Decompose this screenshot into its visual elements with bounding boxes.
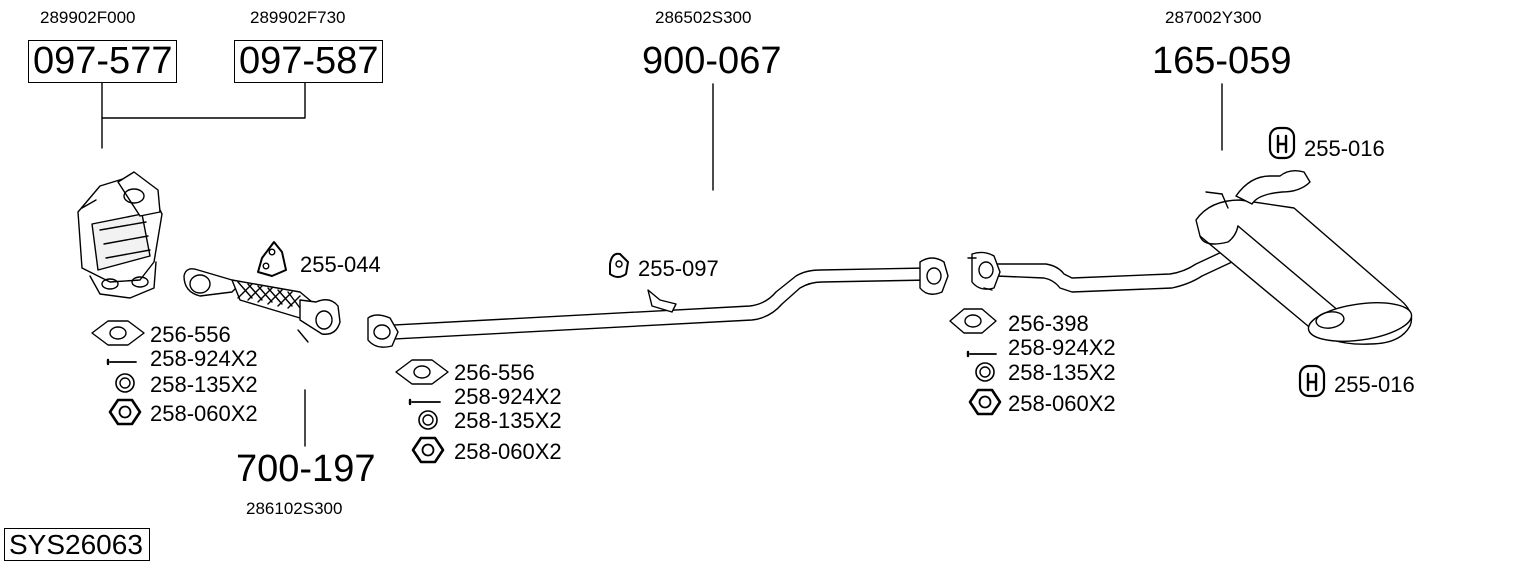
- hanger-icon-mid: [609, 252, 629, 278]
- oem-number-cat2: 289902F730: [250, 8, 346, 27]
- hanger-icon-front: [257, 241, 287, 277]
- catalytic-converter-icon: [77, 171, 163, 299]
- part-number-cat1[interactable]: 097-577: [28, 40, 178, 83]
- bolt-label-3[interactable]: 258-924X2: [1008, 335, 1116, 360]
- nut-label-1[interactable]: 258-060X2: [150, 401, 258, 426]
- bolt-icon-2: [408, 398, 441, 406]
- washer-label-3[interactable]: 258-135X2: [1008, 360, 1116, 385]
- washer-icon-1: [115, 373, 135, 393]
- rear-silencer-icon: [967, 169, 1413, 345]
- washer-label-1[interactable]: 258-135X2: [150, 372, 258, 397]
- gasket-label-2[interactable]: 256-556: [454, 360, 535, 385]
- gasket-label-1[interactable]: 256-556: [150, 322, 231, 347]
- nut-label-2[interactable]: 258-060X2: [454, 439, 562, 464]
- front-pipe-icon: [183, 268, 341, 343]
- bolt-icon-1: [106, 358, 137, 366]
- nut-icon-1: [108, 398, 142, 426]
- gasket-label-3[interactable]: 256-398: [1008, 311, 1089, 336]
- washer-icon-3: [975, 362, 995, 382]
- hanger-label-mid[interactable]: 255-097: [638, 256, 719, 281]
- hanger-label-front[interactable]: 255-044: [300, 252, 381, 277]
- bolt-icon-3: [966, 350, 997, 358]
- washer-icon-2: [418, 410, 438, 430]
- oem-number-front-pipe: 286102S300: [246, 499, 343, 518]
- hanger-label-rear-top[interactable]: 255-016: [1304, 136, 1385, 161]
- nut-label-3[interactable]: 258-060X2: [1008, 391, 1116, 416]
- washer-label-2[interactable]: 258-135X2: [454, 408, 562, 433]
- bolt-label-1[interactable]: 258-924X2: [150, 346, 258, 371]
- hanger-label-rear-bottom[interactable]: 255-016: [1334, 372, 1415, 397]
- bolt-label-2[interactable]: 258-924X2: [454, 384, 562, 409]
- gasket-icon-3: [949, 308, 997, 334]
- oem-number-cat1: 289902F000: [40, 8, 136, 27]
- hanger-icon-rear-top: [1268, 126, 1296, 160]
- part-number-front-pipe[interactable]: 700-197: [236, 448, 376, 490]
- part-number-cat2[interactable]: 097-587: [234, 40, 384, 83]
- oem-number-mid-pipe: 286502S300: [655, 8, 752, 27]
- system-id: SYS26063: [4, 528, 150, 561]
- part-number-rear-box[interactable]: 165-059: [1152, 40, 1292, 82]
- middle-pipe-icon: [367, 257, 949, 348]
- oem-number-rear-box: 287002Y300: [1165, 8, 1262, 27]
- gasket-icon-1: [91, 320, 145, 346]
- hanger-icon-rear-bottom: [1298, 364, 1326, 398]
- part-number-mid-pipe[interactable]: 900-067: [642, 40, 782, 82]
- gasket-icon-2: [395, 359, 449, 385]
- nut-icon-3: [968, 388, 1002, 416]
- nut-icon-2: [411, 436, 445, 464]
- leader-lines: [101, 79, 1223, 447]
